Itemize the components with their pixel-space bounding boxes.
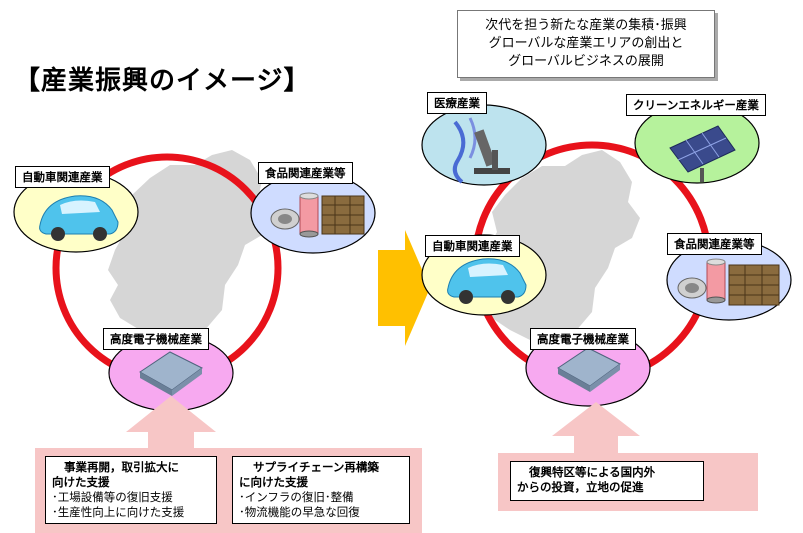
device-icon-left — [139, 351, 203, 396]
support-supply-item-1: ･インフラの復旧･整備 — [239, 490, 354, 504]
support-investment-line-1: 復興特区等による国内外 — [529, 465, 656, 479]
electronics-label-right: 高度電子機械産業 — [530, 328, 636, 350]
support-supply-heading-2: に向けた支援 — [239, 475, 308, 489]
electronics-label-left: 高度電子機械産業 — [103, 328, 209, 350]
support-box-supply-chain: サプライチェーン再構築 に向けた支援 ･インフラの復旧･整備 ･物流機能の早急な… — [232, 456, 410, 524]
food-icon-right — [677, 258, 780, 306]
support-restart-heading-2: 向けた支援 — [52, 475, 110, 489]
support-supply-item-2: ･物流機能の早急な回復 — [239, 505, 360, 519]
car-icon-right — [447, 258, 527, 304]
food-label-right: 食品関連産業等 — [667, 233, 762, 255]
automotive-label-right: 自動車関連産業 — [425, 235, 520, 257]
device-icon-right — [557, 347, 621, 392]
goal-line-2: グローバルな産業エリアの創出と — [488, 36, 684, 51]
support-investment-line-2: からの投資，立地の促進 — [517, 480, 644, 494]
goal-line-1: 次代を担う新たな産業の集積･振興 — [485, 18, 687, 33]
page-title: 【産業振興のイメージ】 — [14, 66, 311, 96]
goal-line-3: グローバルビジネスの展開 — [508, 54, 664, 69]
microscope-icon — [452, 117, 510, 184]
goal-box: 次代を担う新たな産業の集積･振興 グローバルな産業エリアの創出と グローバルビジ… — [457, 10, 715, 78]
support-box-restart: 事業再開，取引拡大に 向けた支援 ･工場設備等の復旧支援 ･生産性向上に向けた支… — [45, 456, 217, 524]
medical-label-right: 医療産業 — [427, 92, 487, 114]
support-restart-heading-1: 事業再開，取引拡大に — [64, 460, 179, 474]
support-supply-heading-1: サプライチェーン再構築 — [253, 460, 379, 474]
automotive-label-left: 自動車関連産業 — [15, 166, 110, 188]
support-restart-item-2: ･生産性向上に向けた支援 — [52, 505, 185, 519]
car-icon-left — [39, 195, 119, 241]
support-arrow-right — [552, 402, 640, 455]
miyagi-map-left — [108, 150, 270, 345]
support-restart-item-1: ･工場設備等の復旧支援 — [52, 490, 173, 504]
support-arrow-left — [126, 396, 216, 450]
clean-energy-label-right: クリーンエネルギー産業 — [626, 94, 766, 116]
food-icon-left — [270, 192, 365, 238]
food-label-left: 食品関連産業等 — [258, 162, 353, 184]
support-box-investment: 復興特区等による国内外 からの投資，立地の促進 — [510, 461, 704, 501]
solar-panel-icon — [669, 125, 736, 182]
transition-arrow — [378, 230, 430, 346]
